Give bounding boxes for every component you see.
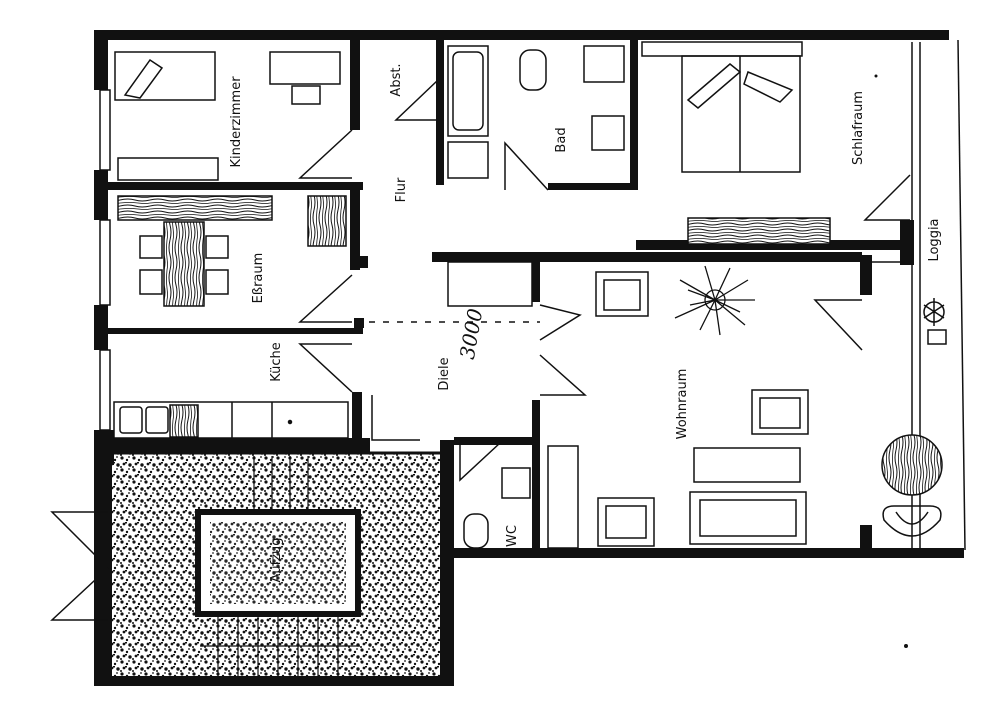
plant-icon xyxy=(674,265,755,336)
bad-fixtures xyxy=(447,45,625,179)
toilet xyxy=(519,49,547,91)
stairwell: Aufzug xyxy=(108,451,450,682)
bathtub xyxy=(447,45,489,137)
pillow-right xyxy=(743,71,794,103)
garden-chair xyxy=(882,505,942,537)
kueche-fixtures xyxy=(113,401,349,439)
room-label-kueche: Küche xyxy=(269,342,284,382)
room-label-flur: Flur xyxy=(394,177,409,202)
chair xyxy=(205,269,229,295)
drainboard xyxy=(169,404,199,438)
pillow xyxy=(123,58,164,99)
shelf xyxy=(117,157,219,181)
room-label-diele: Diele xyxy=(437,357,452,390)
essraum-furniture xyxy=(117,195,347,307)
elevator-label: Aufzug xyxy=(269,537,284,582)
wc-fixtures xyxy=(463,467,531,549)
sink-left xyxy=(119,406,143,434)
room-label-essraum: Eßraum xyxy=(251,253,266,304)
room-label-bad: Bad xyxy=(554,127,569,152)
dining-table xyxy=(163,221,205,307)
chair xyxy=(139,269,163,295)
corner-marks xyxy=(354,74,908,648)
double-bed xyxy=(681,55,801,173)
room-label-loggia: Loggia xyxy=(927,218,942,261)
counter xyxy=(113,401,349,439)
wc-sink xyxy=(501,467,531,499)
washer xyxy=(447,141,489,179)
coffee-table xyxy=(693,447,801,483)
exterior-walls xyxy=(94,30,964,686)
sofa xyxy=(689,491,807,545)
sink-right xyxy=(145,406,169,434)
shower xyxy=(583,45,625,83)
room-label-abst: Abst. xyxy=(389,63,404,96)
cabinet xyxy=(307,195,347,247)
wc-toilet xyxy=(463,513,489,549)
chair xyxy=(139,235,163,259)
room-label-kinderzimmer: Kinderzimmer xyxy=(229,76,244,168)
chair xyxy=(205,235,229,259)
left-windows xyxy=(99,89,111,431)
armchair xyxy=(597,497,655,547)
chair xyxy=(291,85,321,105)
schlafraum-furniture xyxy=(641,41,831,245)
wardrobe xyxy=(687,217,831,245)
sink xyxy=(591,115,625,151)
armchair xyxy=(751,389,809,435)
room-label-wc: WC xyxy=(505,525,520,547)
loggia-furniture xyxy=(881,298,947,537)
diele-closet xyxy=(447,261,533,307)
handwritten-annotation: 3000 xyxy=(455,306,488,361)
headboard xyxy=(641,41,803,57)
armchair xyxy=(595,271,649,317)
tv-unit xyxy=(547,445,579,549)
stair-window-flaps xyxy=(50,511,109,621)
wohnraum-furniture xyxy=(547,271,809,549)
kinderzimmer-furniture xyxy=(114,51,341,181)
potted-plant-icon xyxy=(923,298,947,345)
bed xyxy=(114,51,216,101)
room-label-schlafraum: Schlafraum xyxy=(851,91,866,165)
room-label-wohnraum: Wohnraum xyxy=(675,369,690,440)
door-swings xyxy=(298,79,911,482)
round-table xyxy=(881,434,943,496)
sideboard xyxy=(117,195,273,221)
desk xyxy=(269,51,341,85)
pillow-left xyxy=(686,63,742,109)
interior-walls xyxy=(108,40,904,550)
